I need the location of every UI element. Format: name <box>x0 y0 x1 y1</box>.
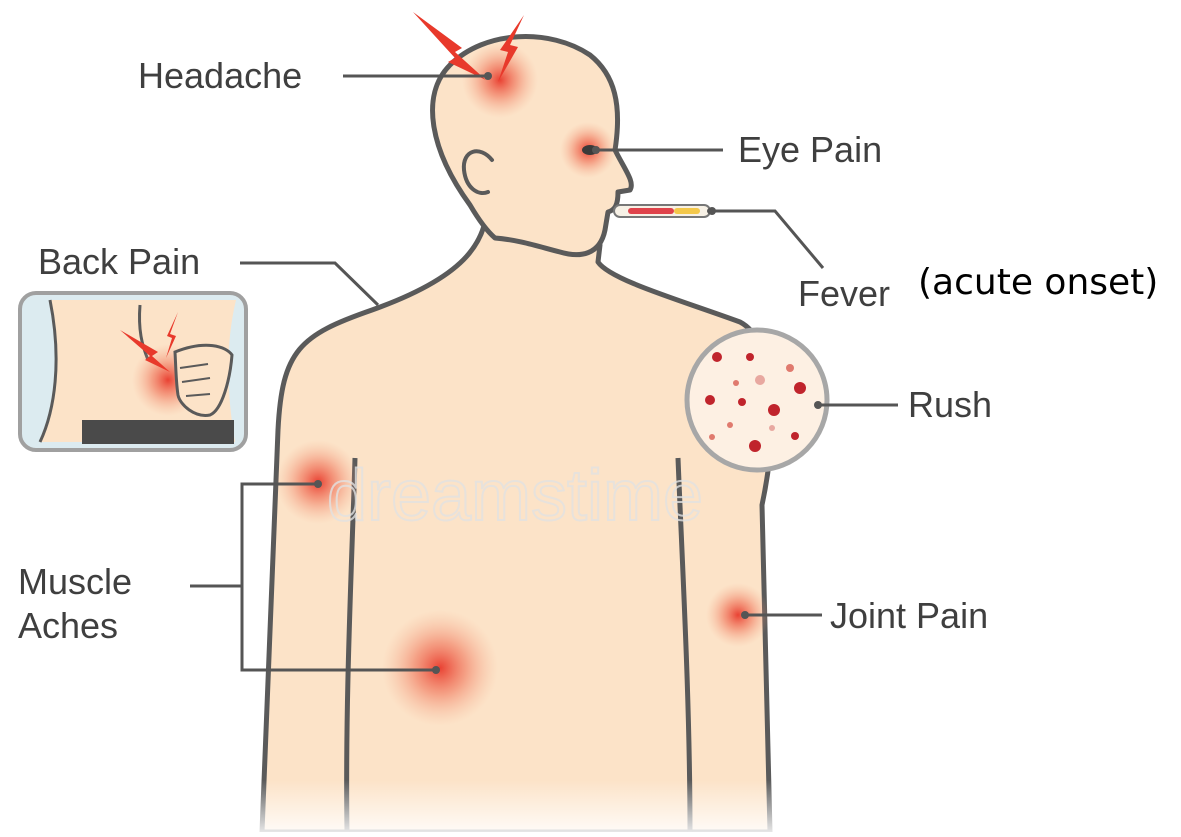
muscle-glow-lower <box>382 610 498 726</box>
back-pain-inset <box>20 293 246 450</box>
thermometer-mercury <box>628 208 674 214</box>
label-rush: Rush <box>908 387 992 423</box>
label-eye-pain: Eye Pain <box>738 132 882 168</box>
label-muscle-aches: Muscle Aches <box>18 560 132 648</box>
label-muscle-line2: Aches <box>18 604 132 648</box>
label-fever-note: (acute onset) <box>918 265 1158 301</box>
headache-glow <box>462 42 538 118</box>
label-headache: Headache <box>138 58 302 94</box>
label-joint-pain: Joint Pain <box>830 598 988 634</box>
rash-icon <box>687 330 827 470</box>
label-fever: Fever <box>798 276 890 312</box>
watermark: dreamstime <box>327 456 703 536</box>
label-back-pain: Back Pain <box>38 244 200 280</box>
label-muscle-line1: Muscle <box>18 560 132 604</box>
